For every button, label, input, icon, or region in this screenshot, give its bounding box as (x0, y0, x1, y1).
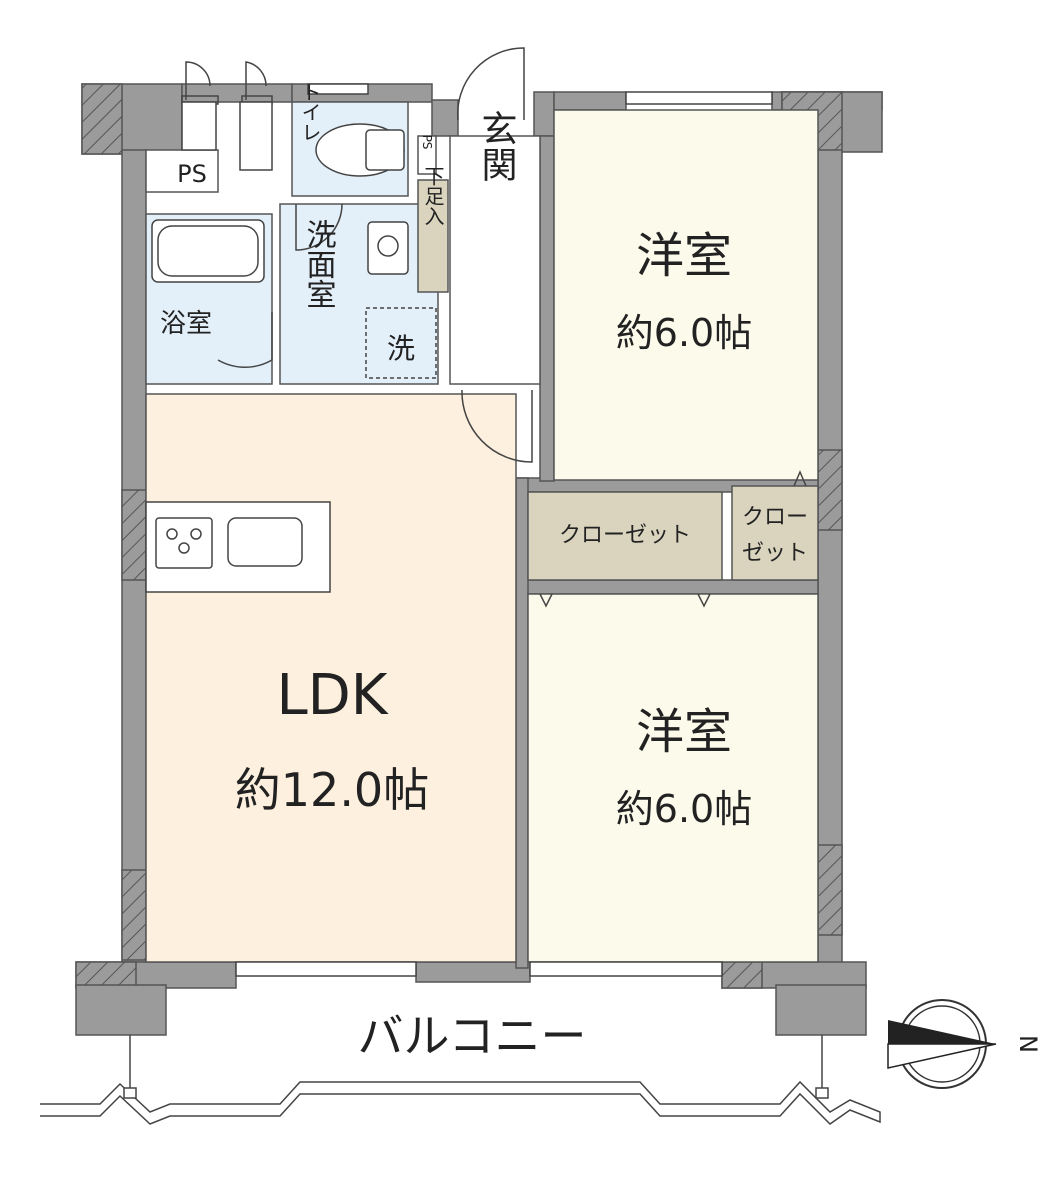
washroom-door (295, 203, 343, 251)
toilet-label: トイレ (298, 82, 322, 142)
western-room-1-floor (553, 109, 819, 481)
western-room-1-name: 洋室 (636, 228, 732, 284)
windows (235, 83, 773, 977)
western-room-2-name: 洋室 (636, 704, 732, 760)
washer-space (365, 307, 437, 379)
closet-2-label-top: クロー (742, 505, 808, 530)
closet-1-label: クローゼット (559, 523, 691, 548)
ps-top-area (145, 149, 219, 193)
western-room-2-size: 約6.0帖 (616, 787, 752, 831)
doors (181, 47, 807, 608)
washer-label: 洗 (387, 332, 415, 365)
balcony-label: バルコニー (357, 1009, 586, 1063)
balcony-rail (40, 1035, 881, 1125)
closet-2-label-bottom: ゼット (742, 541, 808, 566)
ldk-name: LDK (276, 663, 388, 728)
shoe-storage-floor (417, 179, 449, 293)
entrance-label: 玄関 (476, 110, 517, 182)
fixtures (145, 123, 437, 593)
western-room-2-floor (527, 593, 819, 963)
washroom-floor (279, 203, 439, 385)
ldk-floor (145, 393, 517, 963)
hall-door (461, 389, 533, 463)
kitchen-sink-icon (227, 517, 303, 567)
western-room-1-size: 約6.0帖 (616, 311, 752, 355)
compass-north-label: N (1014, 1035, 1042, 1053)
closet-2-floor (731, 485, 819, 581)
ps-top-label: PS (177, 160, 207, 188)
floors (145, 101, 819, 963)
entrance-floor (449, 135, 541, 385)
shoe-storage-label: 下足入 (421, 166, 445, 226)
ldk-size: 約12.0帖 (235, 763, 429, 817)
ps-small-label: PS (420, 135, 434, 150)
closet-1-floor (527, 491, 723, 581)
compass-icon: N (887, 999, 1042, 1089)
front-door (456, 47, 525, 121)
washroom-label: 洗面室 (301, 219, 336, 309)
ps-small-area (417, 135, 437, 175)
bath-label: 浴室 (160, 309, 212, 339)
bath-door (217, 312, 273, 368)
walls (75, 83, 883, 1036)
